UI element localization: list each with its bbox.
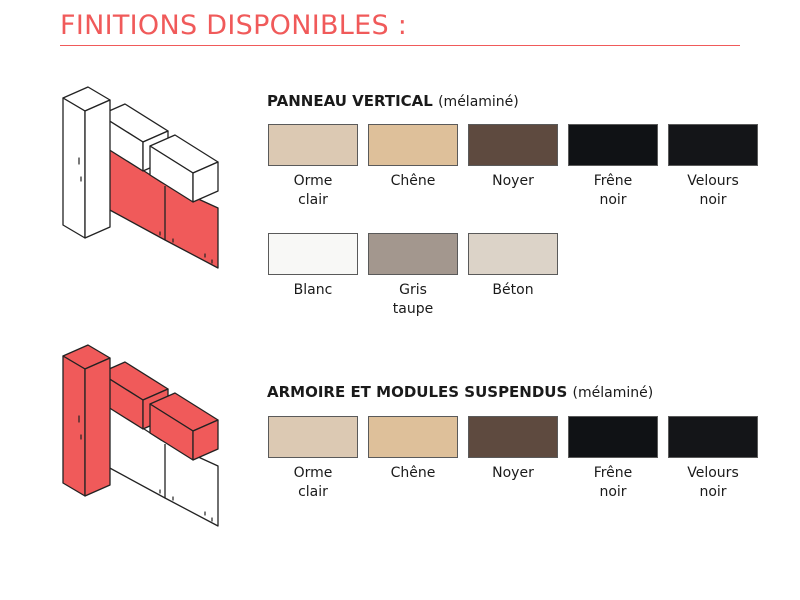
swatch-chip	[368, 416, 458, 458]
wardrobe-with-red-cabinets-icon	[62, 344, 219, 527]
section-heading-note: (mélaminé)	[438, 94, 519, 110]
section-heading-text: ARMOIRE ET MODULES SUSPENDUS	[267, 383, 568, 401]
swatch-noyer[interactable]: Noyer	[463, 416, 563, 483]
swatch-label: Frêne noir	[593, 173, 633, 208]
swatch-chip	[468, 416, 558, 458]
swatch-row-panneau-1: Orme clair Chêne Noyer Frêne noir Velour…	[263, 124, 763, 244]
swatch-label: Chêne	[390, 465, 436, 481]
swatch-label: Noyer	[492, 465, 534, 481]
swatch-label: Frêne noir	[593, 465, 633, 500]
swatch-chip	[668, 416, 758, 458]
swatch-chip	[268, 124, 358, 166]
swatch-label: Orme clair	[293, 173, 333, 208]
swatch-label: Velours noir	[687, 173, 739, 208]
swatch-label: Orme clair	[293, 465, 333, 500]
swatch-orme-clair[interactable]: Orme clair	[263, 124, 363, 210]
swatch-label: Blanc	[293, 282, 333, 298]
swatch-velours-noir[interactable]: Velours noir	[663, 124, 763, 210]
swatch-noyer[interactable]: Noyer	[463, 124, 563, 191]
swatch-label: Béton	[492, 282, 534, 298]
swatch-row-armoire: Orme clair Chêne Noyer Frêne noir Velour…	[263, 416, 763, 536]
title-divider	[60, 45, 740, 46]
swatch-label: Noyer	[492, 173, 534, 189]
section-heading-armoire-modules: ARMOIRE ET MODULES SUSPENDUS (mélaminé)	[267, 383, 653, 401]
section-heading-note: (mélaminé)	[572, 385, 654, 401]
swatch-chip	[468, 124, 558, 166]
swatch-chip	[268, 416, 358, 458]
swatch-chip	[668, 124, 758, 166]
swatch-frene-noir[interactable]: Frêne noir	[563, 124, 663, 210]
swatch-orme-clair[interactable]: Orme clair	[263, 416, 363, 502]
swatch-gris-taupe[interactable]: Gris taupe	[363, 233, 463, 319]
section-heading-panneau-vertical: PANNEAU VERTICAL (mélaminé)	[267, 92, 519, 110]
swatch-chip	[368, 233, 458, 275]
swatch-label: Gris taupe	[392, 282, 434, 317]
swatch-chip	[268, 233, 358, 275]
swatch-blanc[interactable]: Blanc	[263, 233, 363, 300]
swatch-chene[interactable]: Chêne	[363, 124, 463, 191]
swatch-chip	[568, 416, 658, 458]
swatch-label: Chêne	[390, 173, 436, 189]
page-title: FINITIONS DISPONIBLES :	[60, 10, 408, 41]
swatch-row-panneau-2: Blanc Gris taupe Béton	[263, 233, 563, 353]
swatch-label: Velours noir	[687, 465, 739, 500]
swatch-velours-noir[interactable]: Velours noir	[663, 416, 763, 502]
swatch-beton[interactable]: Béton	[463, 233, 563, 300]
swatch-chip	[468, 233, 558, 275]
swatch-frene-noir[interactable]: Frêne noir	[563, 416, 663, 502]
swatch-chene[interactable]: Chêne	[363, 416, 463, 483]
swatch-chip	[568, 124, 658, 166]
section-heading-text: PANNEAU VERTICAL	[267, 92, 433, 110]
swatch-chip	[368, 124, 458, 166]
wardrobe-with-red-vertical-panel-icon	[62, 86, 219, 269]
